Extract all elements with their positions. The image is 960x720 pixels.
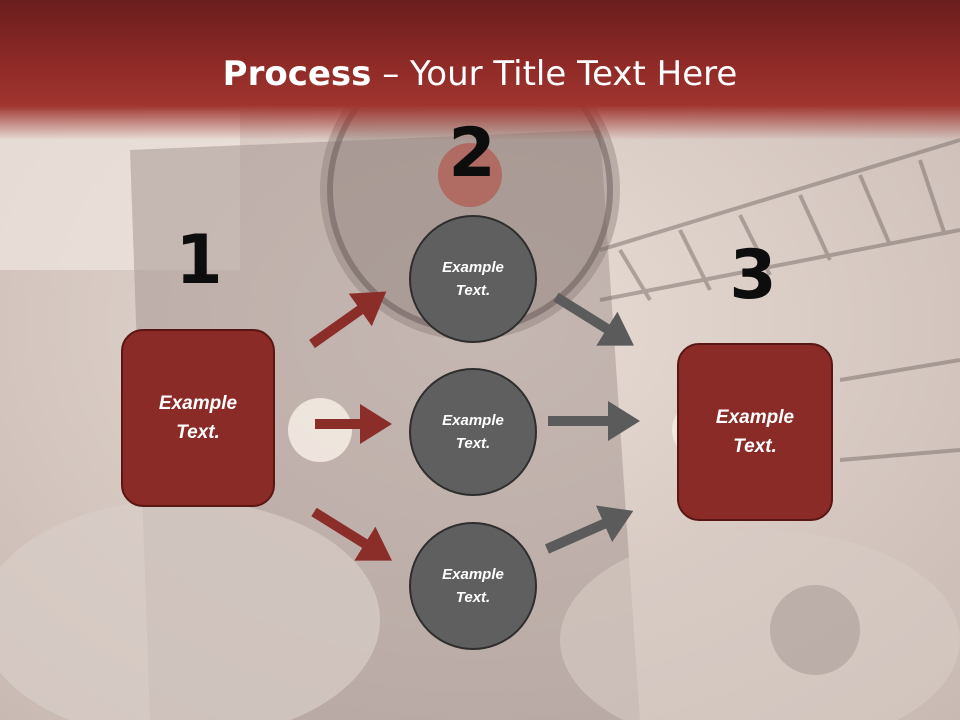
left-box-line1: Example — [158, 393, 238, 414]
slide-title: Process – Your Title Text Here — [0, 52, 960, 96]
arrow-top-to-right — [553, 292, 634, 346]
step-number-3: 3 — [729, 236, 777, 315]
circle-bottom-line2: Text. — [455, 589, 491, 606]
right-box-line1: Example — [715, 407, 795, 428]
left-box-line2: Text. — [176, 422, 220, 443]
circle-middle-line2: Text. — [455, 435, 491, 452]
arrow-left-to-top — [309, 291, 387, 349]
header-band — [0, 0, 960, 140]
process-box-right-text: Example Text. — [695, 403, 815, 461]
step-number-2: 2 — [448, 114, 496, 193]
circle-bottom-line1: Example — [442, 566, 504, 583]
title-dash: – — [371, 54, 411, 94]
process-box-right[interactable]: Example Text. — [677, 343, 833, 521]
title-bold-part: Process — [222, 54, 372, 94]
circle-top-line1: Example — [442, 259, 504, 276]
title-text: Your Title Text Here — [410, 54, 738, 94]
process-box-left-text: Example Text. — [138, 389, 258, 447]
step-number-1: 1 — [175, 221, 223, 300]
arrow-left-to-bottom — [311, 507, 392, 561]
arrow-bottom-to-right — [544, 505, 634, 554]
process-circle-top-text: Example Text. — [428, 256, 518, 302]
process-circle-top[interactable]: Example Text. — [409, 215, 537, 343]
circle-middle-line1: Example — [442, 412, 504, 429]
process-circle-middle-text: Example Text. — [428, 409, 518, 455]
process-circle-bottom-text: Example Text. — [428, 563, 518, 609]
process-circle-middle[interactable]: Example Text. — [409, 368, 537, 496]
process-circle-bottom[interactable]: Example Text. — [409, 522, 537, 650]
right-box-line2: Text. — [733, 436, 777, 457]
circle-top-line2: Text. — [455, 282, 491, 299]
process-box-left[interactable]: Example Text. — [121, 329, 275, 507]
